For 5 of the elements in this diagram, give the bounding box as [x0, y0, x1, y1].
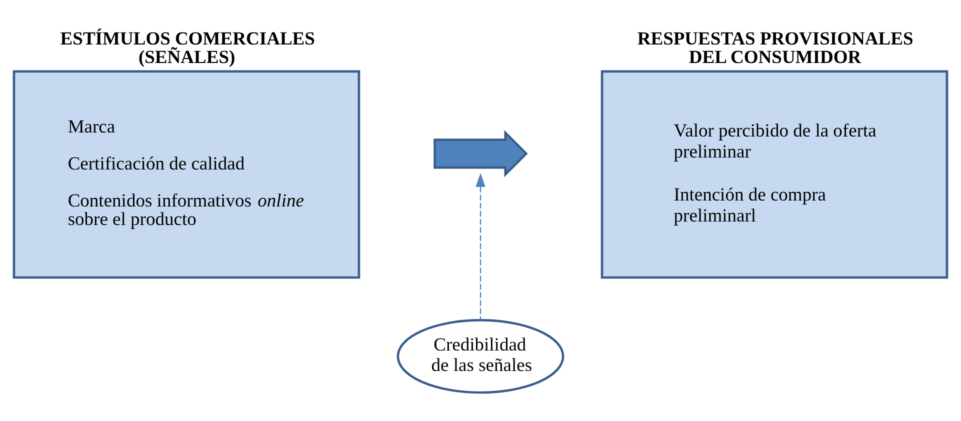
node-label: RESPUESTAS PROVISIONALES DEL CONSUMIDOR [637, 28, 914, 68]
arrow [476, 173, 486, 320]
node-arrow [434, 130, 528, 178]
node-ellipse: Credibilidad de las señales [396, 319, 564, 394]
node-label: ESTÍMULOS COMERCIALES (SEÑALES) [60, 28, 315, 68]
